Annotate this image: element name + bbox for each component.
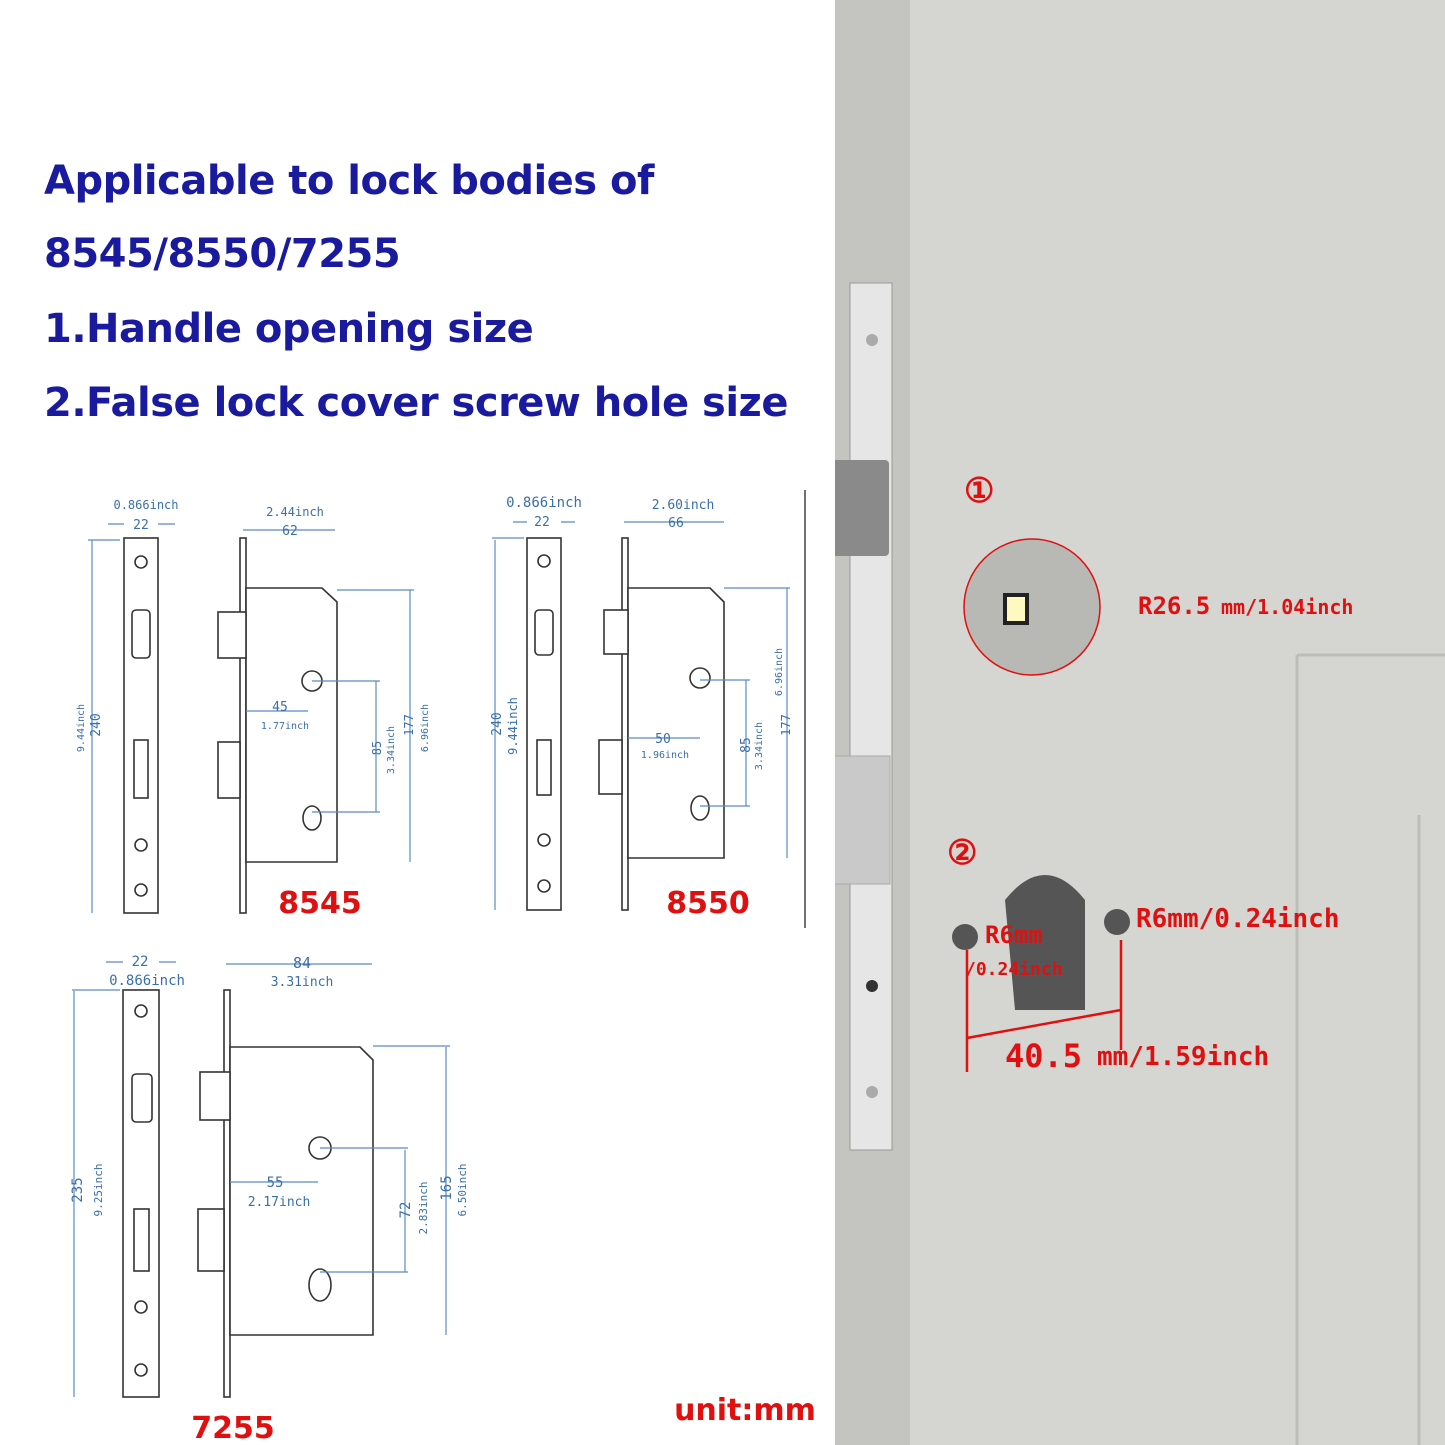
dim-body-width-inch: 3.31inch (271, 975, 334, 990)
dim-body-width: 84 (293, 954, 311, 972)
dim-face-width-inch: 0.866inch (109, 973, 185, 989)
lock-diagrams: 0.866inch 22 240 9.44inch 2.44inch 62 45… (70, 490, 816, 1445)
span-mm: 40.5 (1005, 1037, 1082, 1075)
dim-center-distance-inch: 3.34inch (386, 726, 397, 774)
lock-8550: 0.866inch 22 240 9.44inch 2.60inch 66 50… (490, 490, 806, 928)
dim-center-distance: 85 (370, 741, 384, 755)
door-illustration: ① R26.5 mm/1.04inch ② R6mm/0.24inch R6mm… (835, 0, 1445, 1445)
heading-line-1: Applicable to lock bodies of (44, 158, 654, 204)
heading-line-2: 8545/8550/7255 (44, 231, 401, 277)
dim-backset-inch: 1.96inch (641, 750, 689, 761)
dim-face-width: 22 (132, 954, 149, 970)
dim-backset-inch: 1.77inch (261, 721, 309, 732)
r6-right-label: R6mm/0.24inch (1136, 904, 1340, 934)
dim-body-height: 177 (779, 714, 793, 736)
dim-center-distance-inch: 3.34inch (754, 722, 765, 770)
dim-face-height-inch: 9.44inch (76, 704, 87, 752)
r6-left-inch: /0.24inch (965, 959, 1063, 980)
dim-body-height: 165 (439, 1175, 455, 1200)
radius-1-inch: mm/1.04inch (1221, 595, 1353, 619)
marker-1: ① (964, 471, 994, 511)
strike-plate (849, 282, 893, 1151)
dim-face-height: 240 (490, 712, 505, 735)
marker-2: ② (947, 833, 977, 873)
dim-face-height-inch: 9.25inch (92, 1164, 105, 1217)
dim-face-height-inch: 9.44inch (506, 697, 520, 755)
handle-hole-callout (963, 538, 1101, 676)
unit-label: unit:mm (674, 1393, 816, 1428)
lock-7255: 22 0.866inch 235 9.25inch 84 3.31inch 55… (70, 954, 469, 1445)
dim-body-width-inch: 2.60inch (652, 498, 715, 513)
dim-backset: 45 (272, 700, 288, 715)
dim-center-distance: 85 (739, 737, 754, 753)
dim-face-width-inch: 0.866inch (506, 495, 582, 511)
model-label-8550: 8550 (666, 886, 750, 921)
dim-body-height: 177 (402, 714, 416, 736)
dim-center-distance-inch: 2.83inch (417, 1182, 430, 1235)
dim-face-width: 22 (534, 515, 550, 530)
dim-face-width: 22 (133, 518, 149, 533)
dim-body-width: 66 (668, 516, 684, 531)
dim-body-height-inch: 6.96inch (774, 648, 785, 696)
dim-body-height-inch: 6.96inch (420, 704, 431, 752)
dim-backset: 55 (267, 1175, 284, 1191)
model-label-7255: 7255 (191, 1411, 275, 1445)
heading-line-4: 2.False lock cover screw hole size (44, 380, 788, 426)
heading-line-3: 1.Handle opening size (44, 306, 534, 352)
dim-body-width: 62 (282, 524, 298, 539)
radius-1-mm: R26.5 (1138, 592, 1210, 620)
dim-face-height: 240 (89, 713, 104, 736)
dim-backset: 50 (655, 732, 671, 747)
model-label-8545: 8545 (278, 886, 362, 921)
dim-face-width-inch: 0.866inch (113, 498, 178, 512)
dim-backset-inch: 2.17inch (248, 1195, 311, 1210)
r6-left-mm: R6mm (985, 921, 1043, 949)
dim-face-height: 235 (70, 1177, 86, 1202)
span-inch: mm/1.59inch (1097, 1042, 1269, 1072)
dim-body-height-inch: 6.50inch (456, 1164, 469, 1217)
lock-8545: 0.866inch 22 240 9.44inch 2.44inch 62 45… (76, 498, 431, 921)
dim-center-distance: 72 (398, 1202, 414, 1219)
dim-body-width-inch: 2.44inch (266, 505, 324, 519)
